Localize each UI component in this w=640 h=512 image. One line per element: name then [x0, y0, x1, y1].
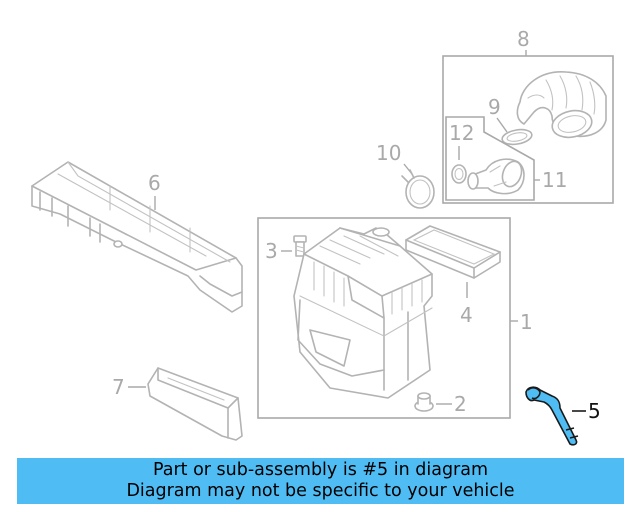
assembly-1-box	[257, 217, 511, 419]
assembly-8-box	[442, 55, 614, 204]
banner-line-2: Diagram may not be specific to your vehi…	[126, 481, 515, 501]
callout-6[interactable]: 6	[148, 171, 161, 195]
filter-element-part-4[interactable]	[405, 225, 501, 279]
banner-line-1: Part or sub-assembly is #5 in diagram	[152, 460, 489, 480]
callout-9[interactable]: 9	[488, 95, 501, 119]
resonator-part-11[interactable]	[467, 158, 525, 195]
grommet-part-2[interactable]	[414, 392, 434, 412]
air-duct-part-6[interactable]	[31, 161, 243, 313]
callout-1[interactable]: 1	[520, 310, 533, 334]
intake-hose-part-8[interactable]	[516, 71, 607, 141]
clamp-part-9[interactable]	[501, 128, 533, 147]
callout-2[interactable]: 2	[454, 392, 467, 416]
air-guide-part-7[interactable]	[147, 367, 243, 441]
bolt-part-3[interactable]	[293, 235, 307, 257]
callout-5[interactable]: 5	[588, 399, 601, 423]
assembly-11-box	[445, 116, 535, 201]
callout-3[interactable]: 3	[265, 239, 278, 263]
air-cleaner-housing[interactable]	[293, 227, 433, 399]
callout-11[interactable]: 11	[542, 168, 567, 192]
callout-4[interactable]: 4	[460, 303, 473, 327]
callout-10[interactable]: 10	[376, 141, 401, 165]
info-banner: Part or sub-assembly is #5 in diagram Di…	[17, 458, 624, 504]
callout-7[interactable]: 7	[112, 375, 125, 399]
callout-9-leader	[496, 117, 508, 133]
o-ring-part-12[interactable]	[451, 164, 467, 184]
callout-8[interactable]: 8	[517, 27, 530, 51]
clamp-part-10[interactable]	[401, 169, 435, 209]
callout-12[interactable]: 12	[449, 121, 474, 145]
hose-part-5-highlighted[interactable]	[525, 386, 579, 446]
